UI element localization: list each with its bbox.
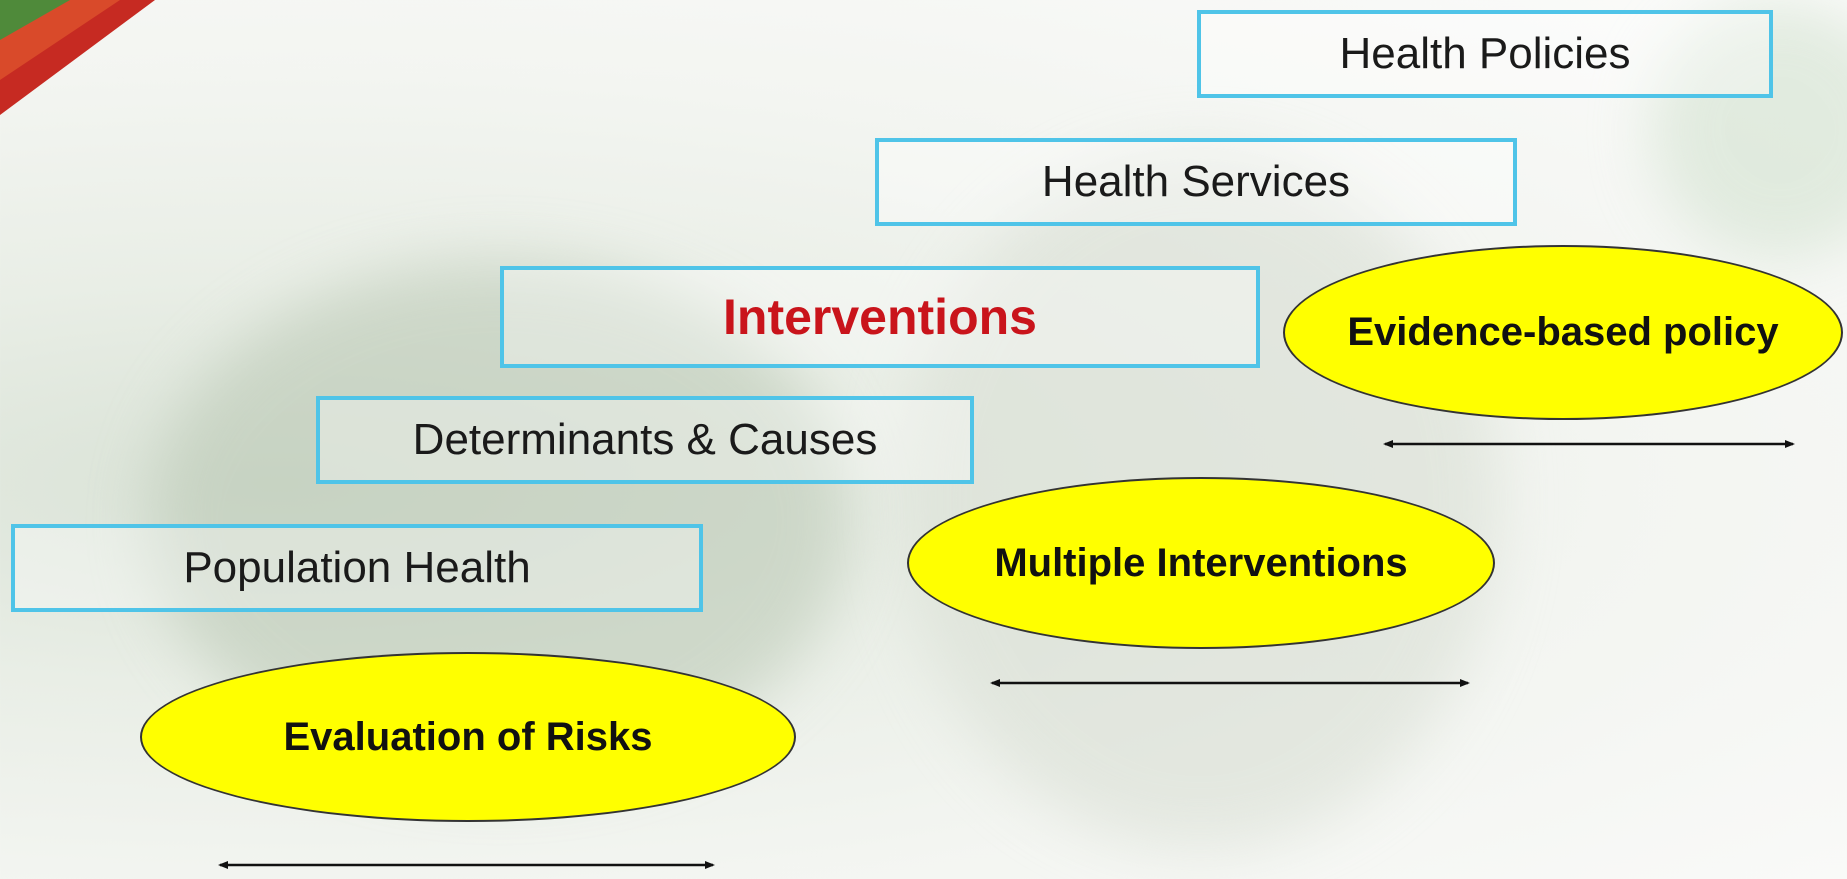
background-blob <box>1650 0 1847 260</box>
evaluation-of-risks-ellipse: Evaluation of Risks <box>140 652 796 822</box>
evidence-based-policy-ellipse: Evidence-based policy <box>1283 245 1843 420</box>
health-services-box: Health Services <box>875 138 1517 226</box>
multiple-interventions-ellipse: Multiple Interventions <box>907 477 1495 649</box>
interventions-box: Interventions <box>500 266 1260 368</box>
corner-ribbon-decoration <box>0 0 155 115</box>
population-health-box: Population Health <box>11 524 703 612</box>
health-policies-box: Health Policies <box>1197 10 1773 98</box>
determinants-causes-box: Determinants & Causes <box>316 396 974 484</box>
